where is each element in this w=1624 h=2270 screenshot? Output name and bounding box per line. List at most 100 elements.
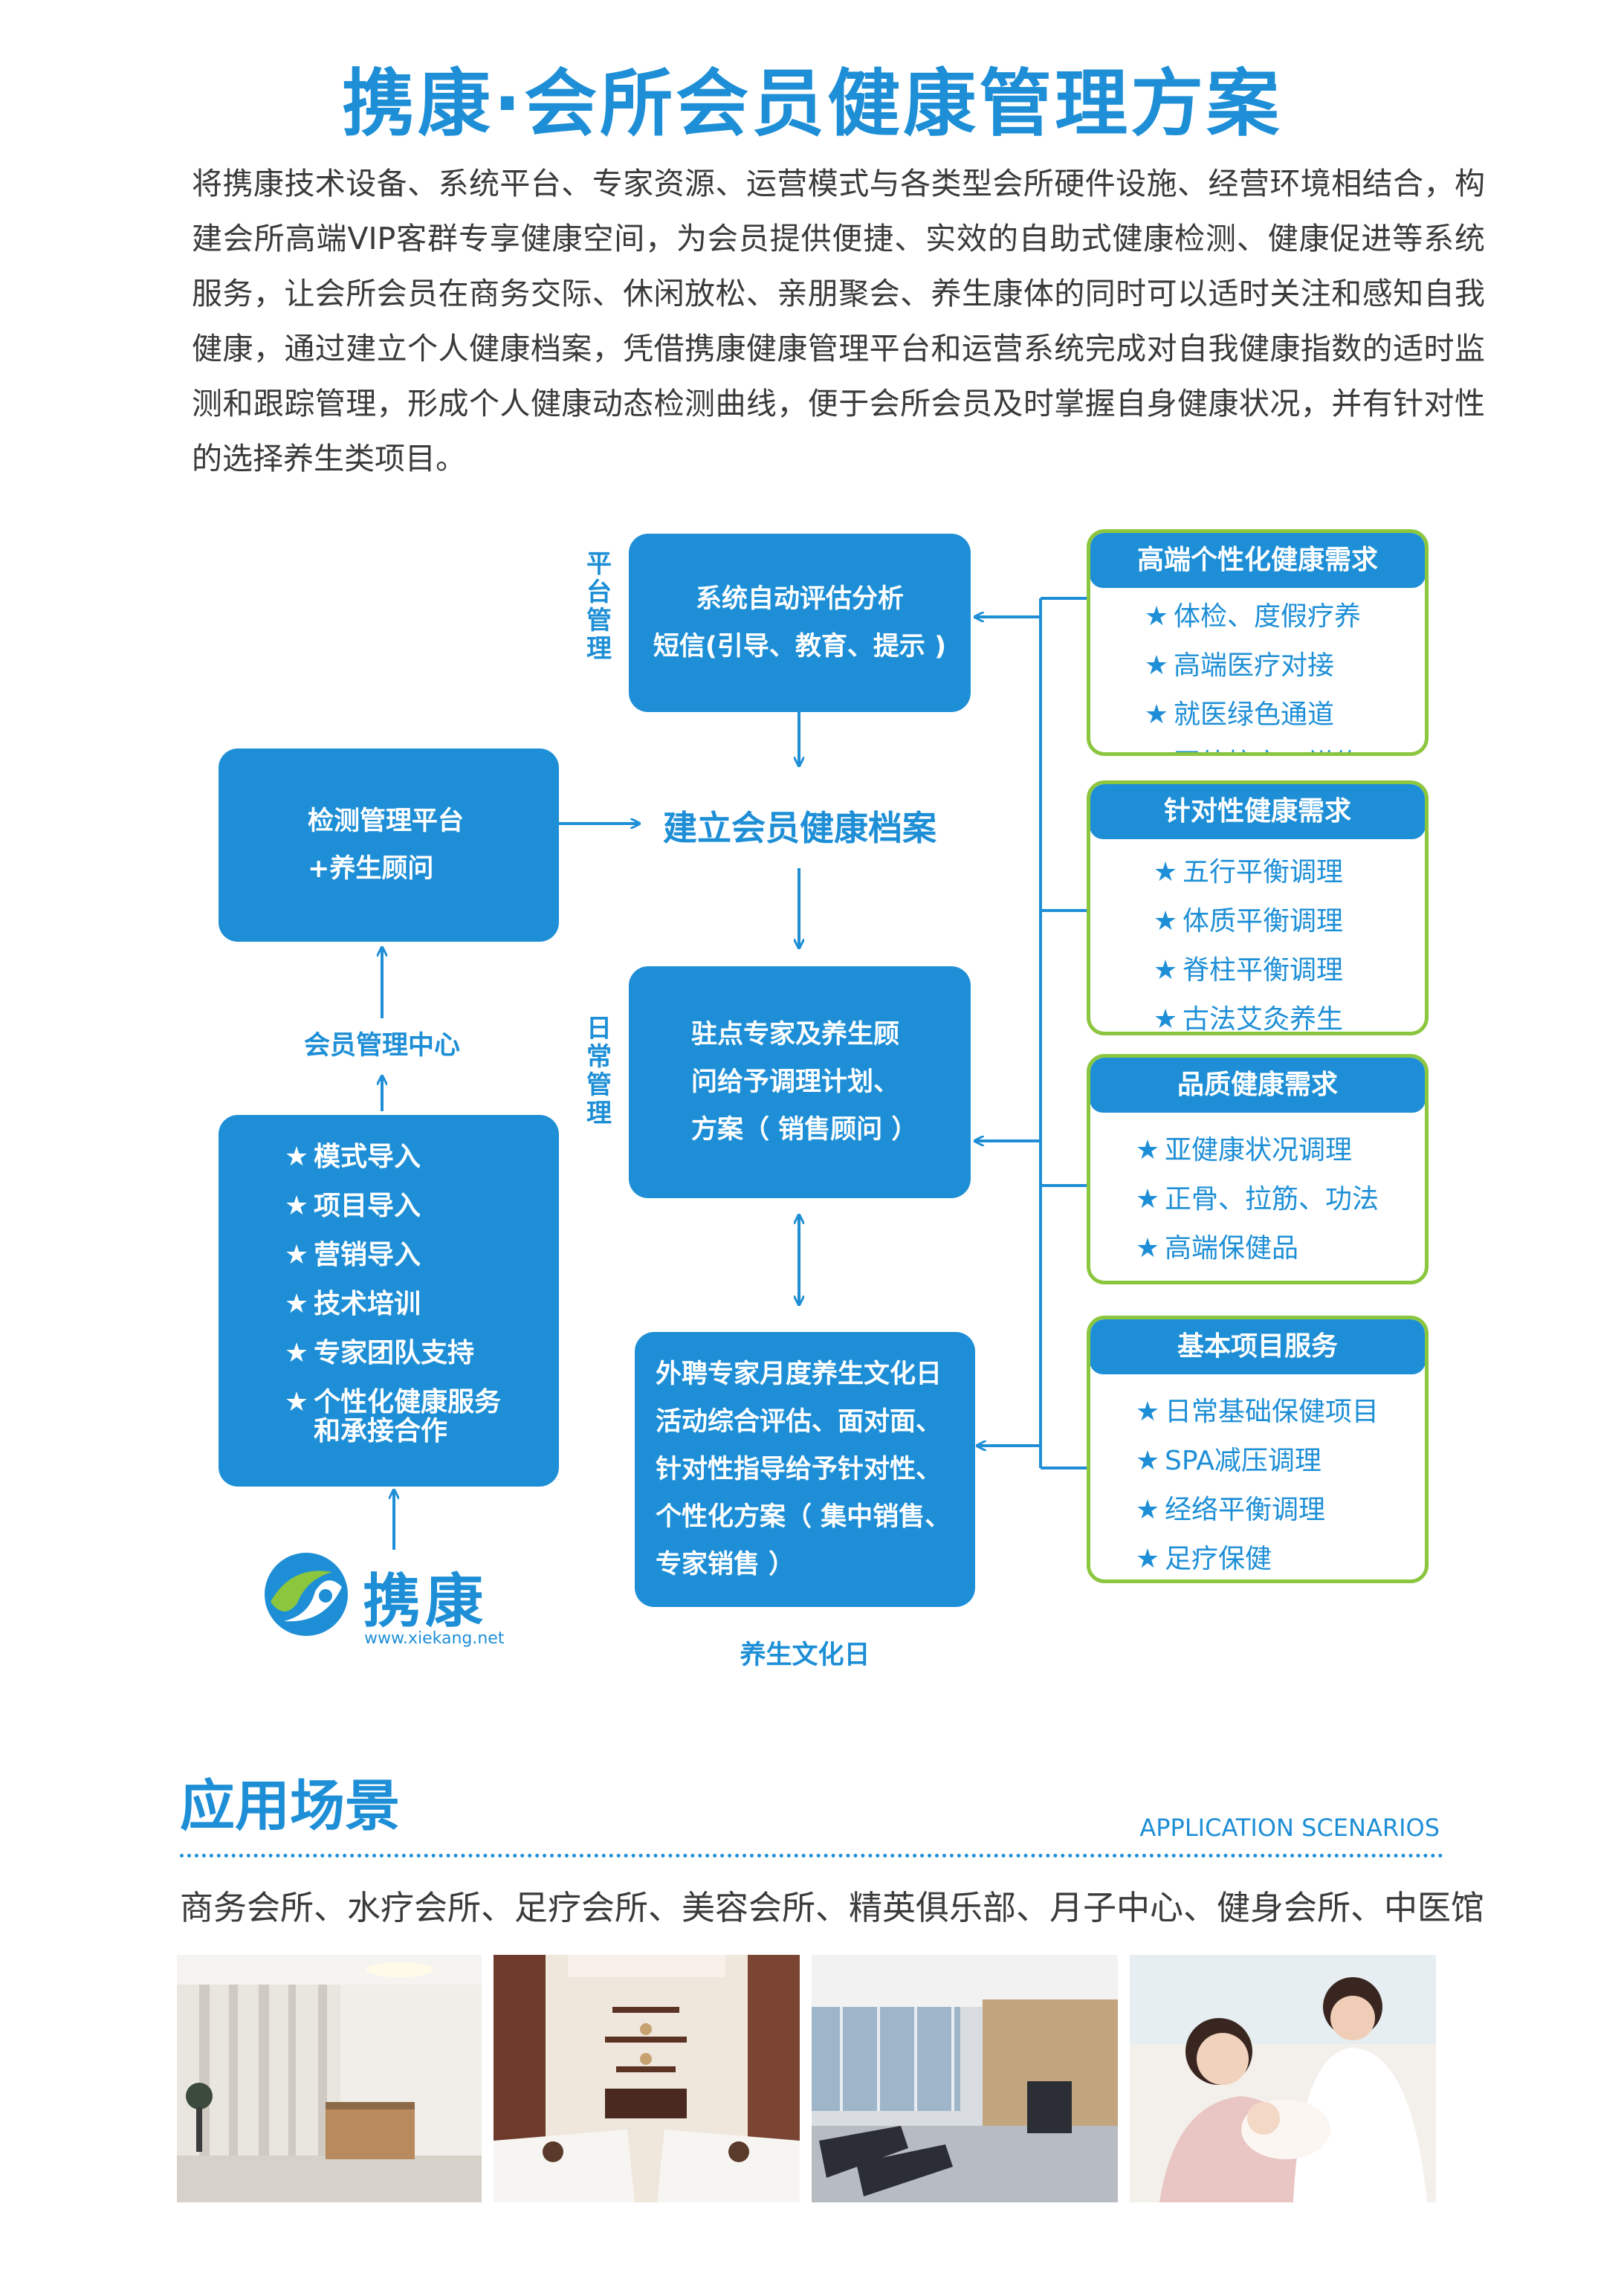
import-service-item: ★项目导入 [279, 1182, 559, 1231]
green-box-item: ★足疗保健 [1130, 1535, 1425, 1579]
green-box-basic: 基本项目服务 ★日常基础保健项目★SPA减压调理★经络平衡调理★足疗保健 [1087, 1316, 1429, 1583]
star-icon: ★ [284, 1240, 309, 1270]
green-box-items: ★亚健康状况调理★正骨、拉筋、功法★高端保健品 [1090, 1113, 1425, 1273]
green-box-item-label: 高端保健品 [1165, 1233, 1299, 1264]
culture-day-label: 养生文化日 [740, 1640, 870, 1670]
import-service-label: 项目导入 [314, 1191, 421, 1221]
green-box-item: ★经络平衡调理 [1130, 1486, 1425, 1535]
star-icon: ★ [1153, 1004, 1178, 1035]
green-box-item: ★高端医疗对接 [1139, 641, 1425, 691]
star-icon: ★ [1144, 699, 1169, 730]
import-service-item: 和承接合作 [279, 1417, 559, 1446]
expert-advisor-box: 驻点专家及养生顾 问给予调理计划、 方案（ 销售顾问 ） [629, 966, 971, 1198]
section-divider [180, 1854, 1443, 1857]
green-box-items: ★体检、度假疗养★高端医疗对接★就医绿色通道★国外抗衰、禅修 [1090, 588, 1425, 752]
star-icon: ★ [1153, 955, 1178, 986]
import-services-box: ★模式导入★项目导入★营销导入★技术培训★专家团队支持★个性化健康服务和承接合作 [219, 1115, 559, 1487]
star-icon: ★ [1135, 1135, 1160, 1165]
green-box-item-label: 经络平衡调理 [1165, 1495, 1326, 1525]
green-box-item: ★高端保健品 [1130, 1224, 1425, 1273]
green-box-item-label: 脊柱平衡调理 [1183, 955, 1344, 986]
photo-gym [812, 1955, 1118, 2202]
star-icon: ★ [1135, 1495, 1160, 1525]
star-icon: ★ [284, 1142, 309, 1172]
import-service-item: ★模式导入 [279, 1133, 559, 1182]
green-box-item-label: 古法艾灸养生 [1183, 1004, 1344, 1035]
label-platform-management: 平台管理 [586, 549, 612, 664]
green-box-item: ★古法艾灸养生 [1148, 995, 1425, 1035]
import-service-item: ★个性化健康服务 [279, 1378, 559, 1427]
green-box-item-label: 体检、度假疗养 [1174, 601, 1362, 632]
culture-box-line: 个性化方案（ 集中销售、 [656, 1502, 951, 1532]
import-services-list: ★模式导入★项目导入★营销导入★技术培训★专家团队支持★个性化健康服务和承接合作 [219, 1133, 559, 1446]
import-service-label: 技术培训 [314, 1289, 421, 1319]
green-box-item: ★正骨、拉筋、功法 [1130, 1175, 1425, 1224]
import-service-label: 营销导入 [314, 1240, 421, 1270]
import-service-label: 和承接合作 [314, 1416, 448, 1446]
green-box-item: ★亚健康状况调理 [1130, 1126, 1425, 1175]
import-service-label: 个性化健康服务 [314, 1387, 502, 1417]
photo-maternity-center [1130, 1955, 1436, 2202]
import-service-label: 专家团队支持 [314, 1338, 475, 1368]
green-box-targeted: 针对性健康需求 ★五行平衡调理★体质平衡调理★脊柱平衡调理★古法艾灸养生 [1087, 780, 1429, 1035]
green-box-title: 针对性健康需求 [1090, 784, 1425, 839]
green-box-item-label: 就医绿色通道 [1174, 699, 1335, 730]
star-icon: ★ [284, 1387, 309, 1417]
green-box-item: ★就医绿色通道 [1139, 691, 1425, 740]
green-box-items: ★日常基础保健项目★SPA减压调理★经络平衡调理★足疗保健 [1090, 1374, 1425, 1579]
green-box-item: ★SPA减压调理 [1130, 1437, 1425, 1486]
star-icon: ★ [1144, 601, 1169, 632]
page-title: 携康·会所会员健康管理方案 [341, 62, 1283, 146]
photo-reception-room [177, 1955, 482, 2202]
green-box-item: ★体质平衡调理 [1148, 897, 1425, 946]
green-box-item-label: 五行平衡调理 [1183, 857, 1344, 887]
platform-analysis-box: 系统自动评估分析 短信(引导、教育、提示 ) [629, 534, 971, 712]
green-box-item: ★日常基础保健项目 [1130, 1388, 1425, 1437]
star-icon: ★ [284, 1289, 309, 1319]
green-box-item-label: 亚健康状况调理 [1165, 1135, 1353, 1165]
culture-box-line: 活动综合评估、面对面、 [656, 1407, 942, 1437]
culture-day-box: 外聘专家月度养生文化日 活动综合评估、面对面、 针对性指导给予针对性、 个性化方… [635, 1332, 975, 1607]
culture-box-line: 专家销售 ） [656, 1550, 795, 1579]
star-icon: ★ [284, 1191, 309, 1221]
green-box-item: ★国外抗衰、禅修 [1139, 740, 1425, 752]
green-box-item-label: 日常基础保健项目 [1165, 1397, 1379, 1427]
member-center-label: 会员管理中心 [303, 1031, 460, 1061]
culture-box-line: 外聘专家月度养生文化日 [656, 1359, 942, 1389]
green-box-item: ★体检、度假疗养 [1139, 592, 1425, 641]
green-box-quality: 品质健康需求 ★亚健康状况调理★正骨、拉筋、功法★高端保健品 [1087, 1054, 1429, 1284]
detect-platform-box: 检测管理平台 +养生顾问 [219, 748, 559, 942]
logo-name: 携康 [363, 1568, 488, 1635]
detect-box-line: 检测管理平台 [308, 806, 465, 836]
green-box-item: ★脊柱平衡调理 [1148, 946, 1425, 995]
scene-list: 商务会所、水疗会所、足疗会所、美容会所、精英俱乐部、月子中心、健身会所、中医馆 [180, 1888, 1485, 1927]
detect-box-line: +养生顾问 [308, 854, 434, 884]
section-title: 应用场景 [180, 1774, 400, 1838]
platform-box-line: 短信(引导、教育、提示 ) [653, 632, 947, 662]
green-box-item-label: 足疗保健 [1165, 1544, 1272, 1574]
star-icon: ★ [1135, 1397, 1160, 1427]
green-box-title: 基本项目服务 [1090, 1319, 1425, 1374]
star-icon: ★ [1139, 740, 1174, 752]
star-icon: ★ [1153, 857, 1178, 887]
import-service-item: ★营销导入 [279, 1231, 559, 1280]
platform-box-line: 系统自动评估分析 [695, 584, 904, 614]
import-service-label: 模式导入 [314, 1142, 421, 1172]
green-box-item-label: 体质平衡调理 [1183, 906, 1344, 937]
photo-spa-room [494, 1955, 800, 2202]
green-box-title: 高端个性化健康需求 [1090, 533, 1425, 588]
section-subtitle: APPLICATION SCENARIOS [1139, 1814, 1440, 1842]
star-icon: ★ [1135, 1184, 1160, 1215]
intro-paragraph: 将携康技术设备、系统平台、专家资源、运营模式与各类型会所硬件设施、经营环境相结合… [192, 166, 1485, 476]
green-box-premium: 高端个性化健康需求 ★体检、度假疗养★高端医疗对接★就医绿色通道★国外抗衰、禅修 [1087, 529, 1429, 756]
diagram-connectors [0, 597, 1087, 1550]
expert-box-line: 驻点专家及养生顾 [691, 1020, 900, 1050]
green-box-item: ★五行平衡调理 [1148, 848, 1425, 897]
green-box-item-label: 国外抗衰、禅修 [1174, 748, 1361, 752]
star-icon: ★ [284, 1338, 309, 1368]
center-title-health-archive: 建立会员健康档案 [663, 808, 936, 848]
star-icon: ★ [1135, 1446, 1160, 1476]
import-service-item: ★专家团队支持 [279, 1329, 559, 1378]
expert-box-line: 方案（ 销售顾问 ） [691, 1115, 918, 1145]
star-icon: ★ [1153, 906, 1178, 937]
